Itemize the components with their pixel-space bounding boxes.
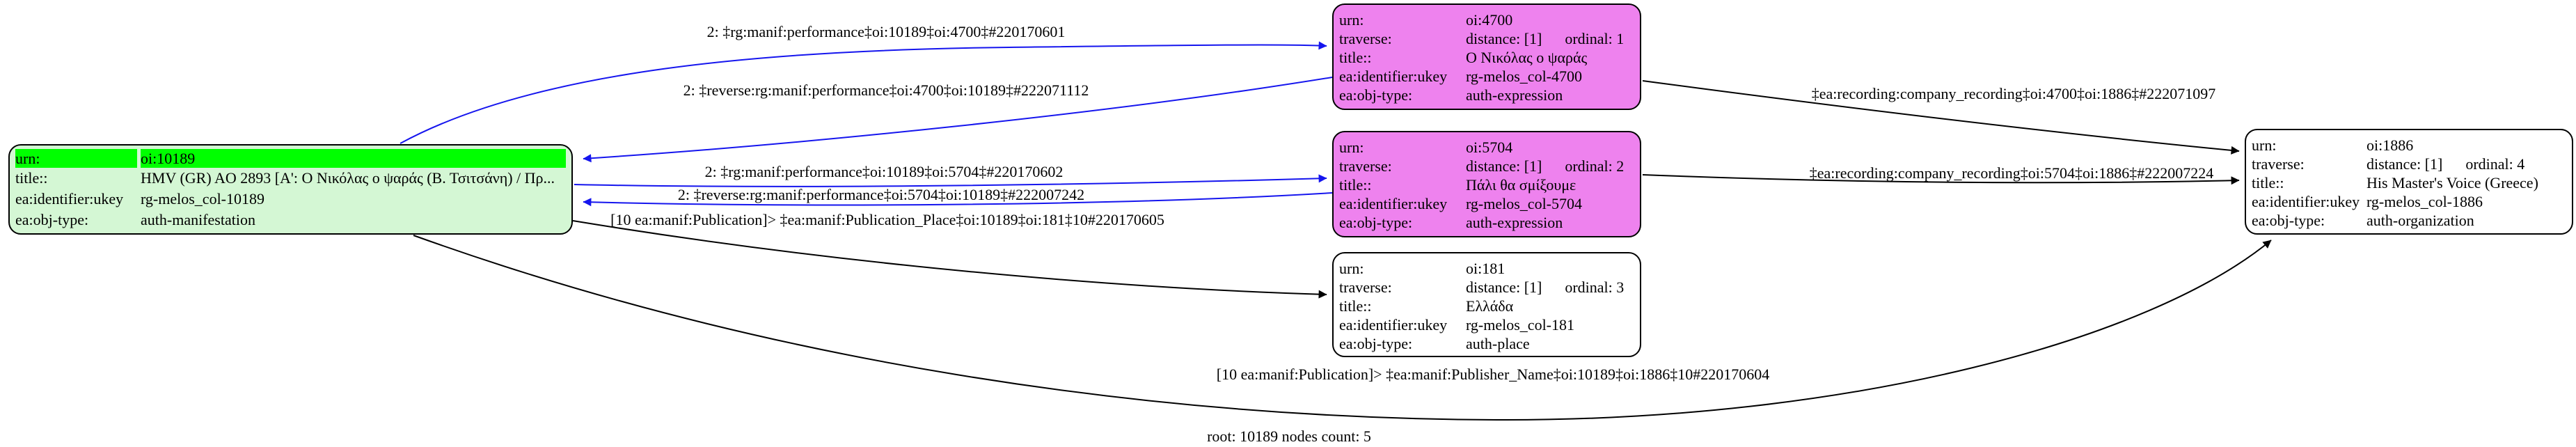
node-row-title: title::Πάλι θα σμίξουμε [1339, 175, 1634, 194]
node-row-urn: urn: oi:5704 [1339, 138, 1634, 157]
row-label: traverse: [1339, 29, 1392, 47]
row-value: HMV (GR) AO 2893 [Α': Ο Νικόλας ο ψαράς … [141, 169, 555, 187]
node-row-title: title::Ελλάδα [1339, 297, 1634, 315]
row-value: oi:181 [1466, 259, 1506, 277]
row-value: rg-melos_col-1886 [2366, 192, 2483, 210]
edge-company-recording-4700-1886 [1642, 80, 2240, 155]
edge-label-reverse-performance-4700: 2: ‡reverse:rg:manif:performance‡oi:4700… [683, 81, 1089, 99]
row-label: urn: [15, 149, 137, 168]
node-row-title: title::Ο Νικόλας ο ψαράς [1339, 48, 1634, 67]
node-row-identifier: ea:identifier:ukey rg-melos_col-5704 [1339, 194, 1634, 213]
row-label: ea:obj-type: [2252, 211, 2325, 229]
row-label: urn: [1339, 10, 1364, 29]
row-label: ea:identifier:ukey [2252, 192, 2360, 210]
node-row-identifier: ea:identifier:ukey rg-melos_col-1886 [2252, 192, 2566, 211]
node-row-objtype: ea:obj-type: auth-manifestation [15, 210, 566, 230]
node-row-title: title::His Master's Voice (Greece) [2252, 173, 2566, 192]
edge-label-company-recording-5704: ‡ea:recording:company_recording‡oi:5704‡… [1809, 164, 2214, 182]
row-value: auth-manifestation [141, 211, 255, 228]
row-value: Ελλάδα [1466, 297, 1514, 315]
row-label: title:: [15, 169, 48, 187]
edge-performance-10189-5704 [574, 174, 1327, 187]
row-label: urn: [1339, 259, 1364, 277]
row-label: ea:identifier:ukey [1339, 315, 1448, 334]
row-value: rg-melos_col-5704 [1466, 194, 1583, 212]
node-row-identifier: ea:identifier:ukey rg-melos_col-181 [1339, 315, 1634, 334]
edge-label-publisher-name: [10 ea:manif:Publication]> ‡ea:manif:Pub… [1216, 366, 1770, 383]
row-value: auth-expression [1466, 213, 1563, 231]
row-value: distance: [1] ordinal: 4 [2366, 155, 2525, 173]
node-row-objtype: ea:obj-type: auth-expression [1339, 86, 1634, 104]
row-value: oi:4700 [1466, 10, 1513, 29]
node-row-identifier: ea:identifier:ukey rg-melos_col-10189 [15, 189, 566, 210]
node-oi-10189[interactable]: urn:oi:10189 title::HMV (GR) AO 2893 [Α'… [8, 144, 573, 235]
row-label: title:: [2252, 173, 2284, 191]
row-label: ea:obj-type: [15, 211, 89, 228]
node-row-urn: urn: oi:1886 [2252, 136, 2566, 155]
node-oi-4700[interactable]: urn: oi:4700 traverse: distance: [1] ordin… [1332, 3, 1641, 110]
node-row-traverse: traverse: distance: [1] ordinal: 4 [2252, 155, 2566, 173]
edge-publisher-name-10189-1886 [413, 235, 2272, 421]
edge-reverse-performance-4700-10189 [583, 77, 1333, 163]
edge-publication-place-10189-181 [572, 220, 1327, 299]
row-value: distance: [1] ordinal: 3 [1466, 278, 1625, 296]
edge-label-company-recording-4700: ‡ea:recording:company_recording‡oi:4700‡… [1811, 85, 2216, 102]
row-label: ea:identifier:ukey [1339, 194, 1448, 212]
node-row-traverse: traverse: distance: [1] ordinal: 1 [1339, 29, 1634, 48]
row-value: Πάλι θα σμίξουμε [1466, 175, 1577, 194]
node-row-urn: urn: oi:181 [1339, 259, 1634, 278]
row-label: urn: [1339, 138, 1364, 156]
row-label: title:: [1339, 48, 1372, 66]
node-row-title: title::HMV (GR) AO 2893 [Α': Ο Νικόλας ο… [15, 168, 566, 189]
row-value: rg-melos_col-4700 [1466, 67, 1583, 85]
row-label: urn: [2252, 136, 2277, 154]
row-label: traverse: [1339, 157, 1392, 175]
row-value: His Master's Voice (Greece) [2366, 173, 2538, 191]
row-value: auth-organization [2366, 211, 2474, 229]
node-row-urn: urn: oi:4700 [1339, 10, 1634, 29]
row-label: ea:obj-type: [1339, 213, 1413, 231]
edge-label-publication-place: [10 ea:manif:Publication]> ‡ea:manif:Pub… [610, 211, 1164, 228]
edge-company-recording-5704-1886 [1642, 174, 2240, 185]
edge-reverse-performance-5704-10189 [583, 192, 1333, 207]
row-label: ea:obj-type: [1339, 86, 1413, 104]
row-value: oi:1886 [2366, 136, 2414, 154]
edge-label-reverse-performance-5704: 2: ‡reverse:rg:manif:performance‡oi:5704… [677, 186, 1085, 203]
row-label: traverse: [2252, 155, 2305, 173]
node-row-traverse: traverse: distance: [1] ordinal: 3 [1339, 278, 1634, 297]
row-label: ea:identifier:ukey [15, 190, 124, 207]
node-row-objtype: ea:obj-type: auth-organization [2252, 211, 2566, 230]
node-row-urn: urn:oi:10189 [15, 149, 566, 168]
row-label: ea:identifier:ukey [1339, 67, 1448, 85]
row-value: rg-melos_col-181 [1466, 315, 1575, 334]
row-label: title:: [1339, 297, 1372, 315]
node-oi-5704[interactable]: urn: oi:5704 traverse: distance: [1] ordin… [1332, 131, 1641, 237]
row-label: traverse: [1339, 278, 1392, 296]
row-value: oi:5704 [1466, 138, 1513, 156]
row-value: oi:10189 [141, 149, 566, 168]
root-caption: root: 10189 nodes count: 5 [1207, 428, 1371, 445]
edge-label-performance-4700: 2: ‡rg:manif:performance‡oi:10189‡oi:470… [706, 23, 1066, 40]
node-row-objtype: ea:obj-type: auth-place [1339, 334, 1634, 353]
row-value: Ο Νικόλας ο ψαράς [1466, 48, 1588, 66]
node-oi-1886[interactable]: urn: oi:1886 traverse: distance: [1] ordin… [2245, 129, 2573, 235]
node-row-identifier: ea:identifier:ukey rg-melos_col-4700 [1339, 67, 1634, 86]
row-label: title:: [1339, 175, 1372, 194]
row-value: auth-expression [1466, 86, 1563, 104]
row-value: auth-place [1466, 334, 1530, 352]
node-row-objtype: ea:obj-type: auth-expression [1339, 213, 1634, 232]
node-row-traverse: traverse: distance: [1] ordinal: 2 [1339, 157, 1634, 175]
row-value: rg-melos_col-10189 [141, 190, 265, 207]
row-value: distance: [1] ordinal: 1 [1466, 29, 1625, 47]
edge-performance-10189-4700 [400, 41, 1327, 144]
row-value: distance: [1] ordinal: 2 [1466, 157, 1625, 175]
edge-label-performance-5704: 2: ‡rg:manif:performance‡oi:10189‡oi:570… [704, 163, 1064, 180]
row-label: ea:obj-type: [1339, 334, 1413, 352]
node-oi-181[interactable]: urn: oi:181 traverse: distance: [1] ordina… [1332, 252, 1641, 357]
